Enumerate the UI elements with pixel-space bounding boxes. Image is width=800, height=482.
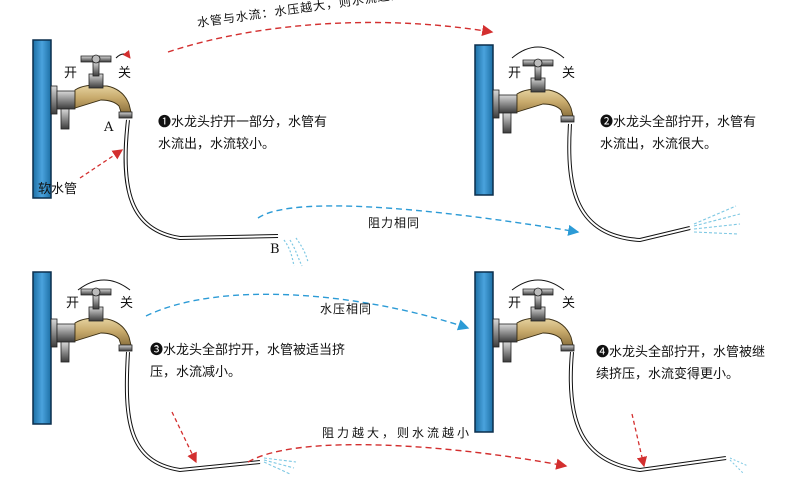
middle-right-arrow [257,205,580,236]
water-flow-4 [729,457,749,475]
point-b-label: B [270,242,280,257]
water-flow-1 [283,237,309,267]
wall-2 [474,44,494,196]
rotate-arrow-1 [115,50,131,59]
panel-1 [32,39,309,267]
wall-4 [474,271,494,433]
middle-left-arrow-label: 水压相同 [320,302,373,316]
bottom-arrow [247,443,568,470]
close-label-3: 关 [120,296,134,311]
rotate-arc-4 [511,279,565,291]
caption-3-number: ❸ [150,343,164,358]
rotate-arc-2 [511,46,565,59]
caption-4: ❹水龙头全部拧开，水管被继续挤压，水流变得更小。 [596,342,776,386]
bottom-arrow-label: 阻力越大，则水流越小 [322,426,473,440]
water-flow-3 [263,457,297,475]
caption-1-text: 水龙头拧开一部分，水管有水流出，水流较小。 [158,115,328,152]
panel-3 [32,271,297,475]
rotate-arc-3 [77,279,131,291]
hose-pointer-arrow [79,149,124,179]
hose-label: 软水管 [38,182,78,197]
middle-left-arrow [145,293,470,331]
open-label-3: 开 [66,296,80,311]
caption-4-number: ❹ [596,345,610,360]
squeeze-arrow-4 [631,413,648,468]
panel-2 [474,44,741,243]
middle-right-arrow-label: 阻力相同 [368,216,421,230]
caption-2-number: ❷ [600,115,614,130]
open-label-2: 开 [508,66,522,81]
caption-3: ❸水龙头全部拧开，水管被适当挤压，水流减小。 [150,340,350,384]
close-label-2: 关 [562,66,576,81]
water-flow-2 [693,205,741,235]
wall-1 [32,39,52,199]
wall-3 [32,271,52,425]
caption-1-number: ❶ [158,115,172,130]
panel-4 [474,271,749,475]
caption-4-text: 水龙头全部拧开，水管被继续挤压，水流变得更小。 [596,345,766,382]
open-label-1: 开 [64,66,78,81]
point-a-label: A [104,120,114,135]
caption-2: ❷水龙头全部拧开，水管有水流出，水流很大。 [600,112,760,156]
close-label-1: 关 [118,66,132,81]
open-label-4: 开 [508,296,522,311]
close-label-4: 关 [562,296,576,311]
caption-3-text: 水龙头全部拧开，水管被适当挤压，水流减小。 [150,343,346,380]
squeeze-arrow-3 [171,411,197,464]
top-arrow [167,21,494,53]
caption-2-text: 水龙头全部拧开，水管有水流出，水流很大。 [600,115,757,152]
caption-1: ❶水龙头拧开一部分，水管有水流出，水流较小。 [158,112,333,156]
